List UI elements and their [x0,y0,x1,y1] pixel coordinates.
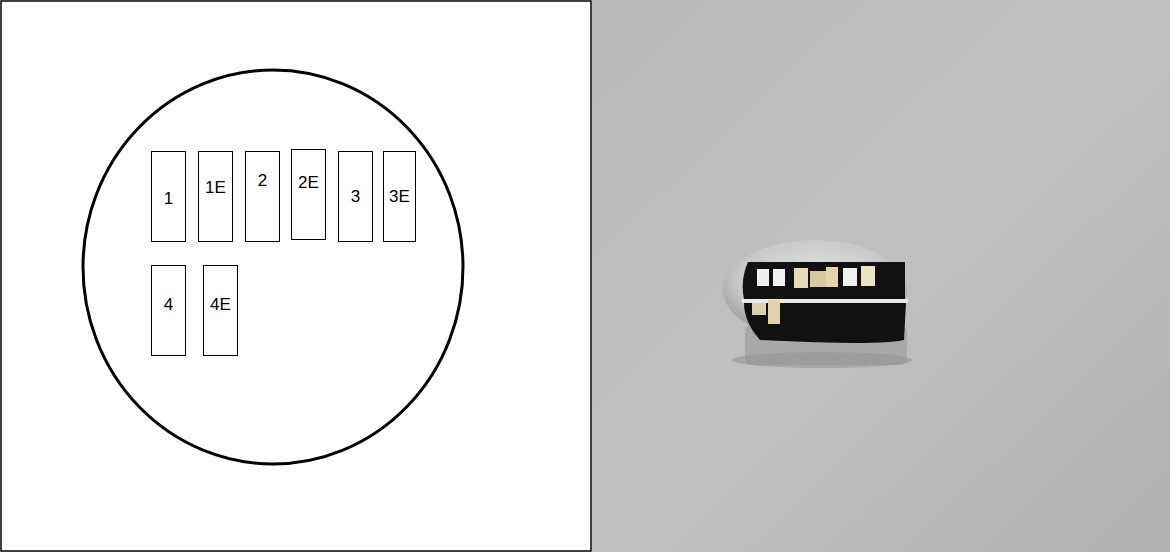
sample-box: 2 [245,151,280,242]
sample-box: 1 [151,151,186,242]
sample-box: 4 [151,265,186,356]
sample-box: 1E [198,151,233,242]
sample-box: 3 [338,151,373,242]
photo-ground [592,0,1170,552]
holder-outline [83,70,463,464]
sample-box: 2E [291,149,326,240]
sample-box: 3E [383,151,416,242]
sample-holder-photo [723,240,912,368]
sample-label: 1 [152,190,185,209]
sample-box: 4E [203,265,238,356]
sample-label: 4 [152,296,185,315]
sample-label: 2 [246,172,279,191]
panel-frame [1,1,591,551]
sample-label: 4E [204,296,237,315]
sample-label: 2E [292,174,325,193]
sample-label: 1E [199,179,232,198]
sample-label: 3 [339,188,372,207]
sample-label: 3E [384,188,415,207]
